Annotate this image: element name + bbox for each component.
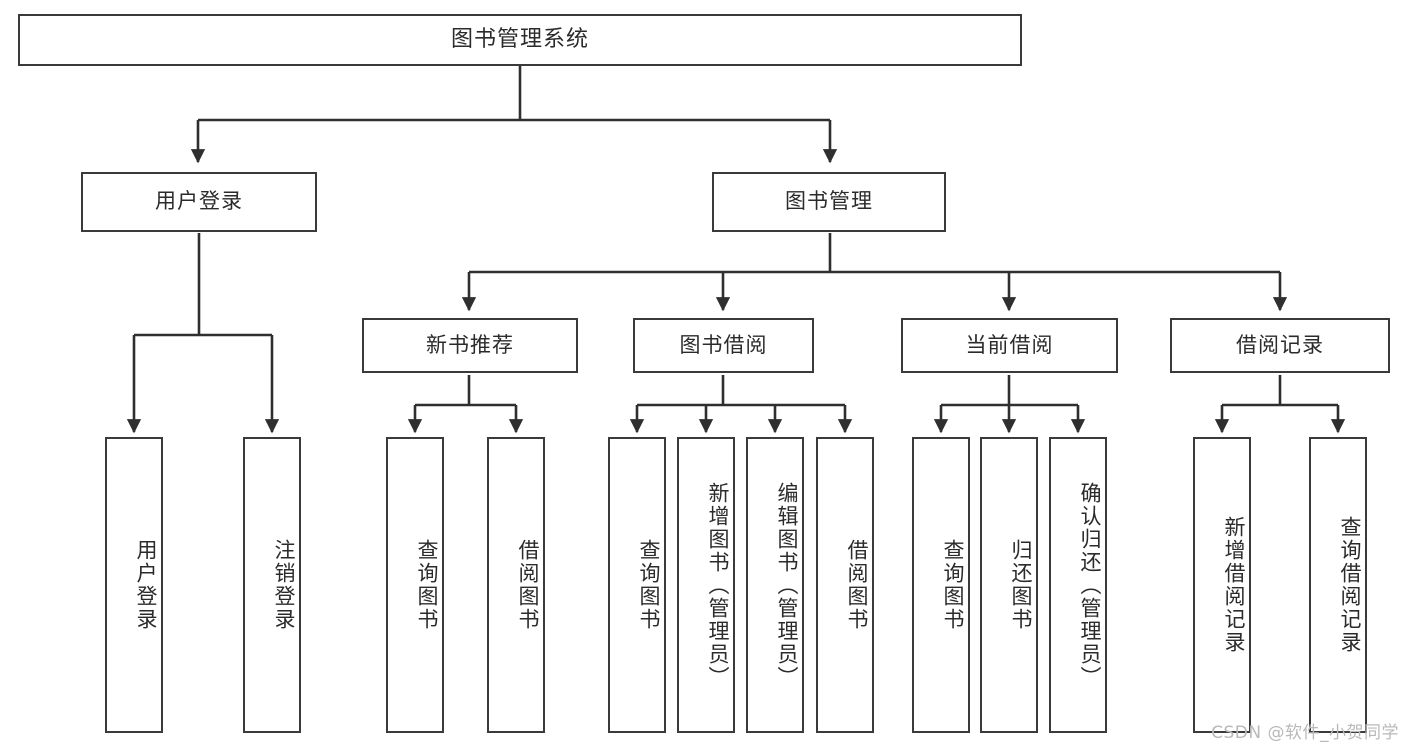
leaf-user-login-signout[interactable]: 注销登录 [243,437,301,733]
leaf-borrow-record-query[interactable]: 查询借阅记录 [1309,437,1367,733]
node-current-borrow[interactable]: 当前借阅 [901,318,1118,373]
leaf-book-borrow-add[interactable]: 新增图书（管理员） [677,437,735,733]
node-label: 确认归还（管理员） [1078,481,1102,689]
node-book-management[interactable]: 图书管理 [712,172,946,232]
node-user-login[interactable]: 用户登录 [81,172,317,232]
node-label: 注销登录 [272,539,296,631]
node-label: 用户登录 [155,189,243,214]
node-label: 用户登录 [134,539,158,631]
leaf-current-borrow-return[interactable]: 归还图书 [980,437,1038,733]
node-label: 查询图书 [415,539,439,631]
leaf-current-borrow-query[interactable]: 查询图书 [912,437,970,733]
watermark: CSDN @软件_小贺同学 [1211,723,1399,743]
leaf-current-borrow-confirm-return[interactable]: 确认归还（管理员） [1049,437,1107,733]
leaf-new-book-query[interactable]: 查询图书 [386,437,444,733]
node-label: 归还图书 [1009,539,1033,631]
node-label: 图书管理 [785,189,873,214]
leaf-book-borrow-lend[interactable]: 借阅图书 [816,437,874,733]
node-label: 查询图书 [941,539,965,631]
leaf-book-borrow-edit[interactable]: 编辑图书（管理员） [746,437,804,733]
node-label: 查询借阅记录 [1338,516,1362,654]
leaf-user-login-signin[interactable]: 用户登录 [105,437,163,733]
node-label: 编辑图书（管理员） [775,481,799,689]
node-label: 查询图书 [637,539,661,631]
leaf-book-borrow-query[interactable]: 查询图书 [608,437,666,733]
node-label: 借阅图书 [845,539,869,631]
node-label: 图书管理系统 [450,26,589,52]
node-new-book-recommend[interactable]: 新书推荐 [362,318,578,373]
node-label: 新书推荐 [426,332,514,357]
node-label: 图书借阅 [679,332,768,357]
leaf-borrow-record-add[interactable]: 新增借阅记录 [1193,437,1251,733]
node-label: 借阅图书 [516,539,540,631]
node-root-system[interactable]: 图书管理系统 [18,14,1022,66]
node-label: 新增借阅记录 [1222,516,1246,654]
node-book-borrow[interactable]: 图书借阅 [633,318,814,373]
leaf-new-book-borrow[interactable]: 借阅图书 [487,437,545,733]
node-label: 借阅记录 [1236,332,1324,357]
node-borrow-record[interactable]: 借阅记录 [1170,318,1390,373]
node-label: 当前借阅 [965,332,1054,357]
node-label: 新增图书（管理员） [706,481,730,689]
